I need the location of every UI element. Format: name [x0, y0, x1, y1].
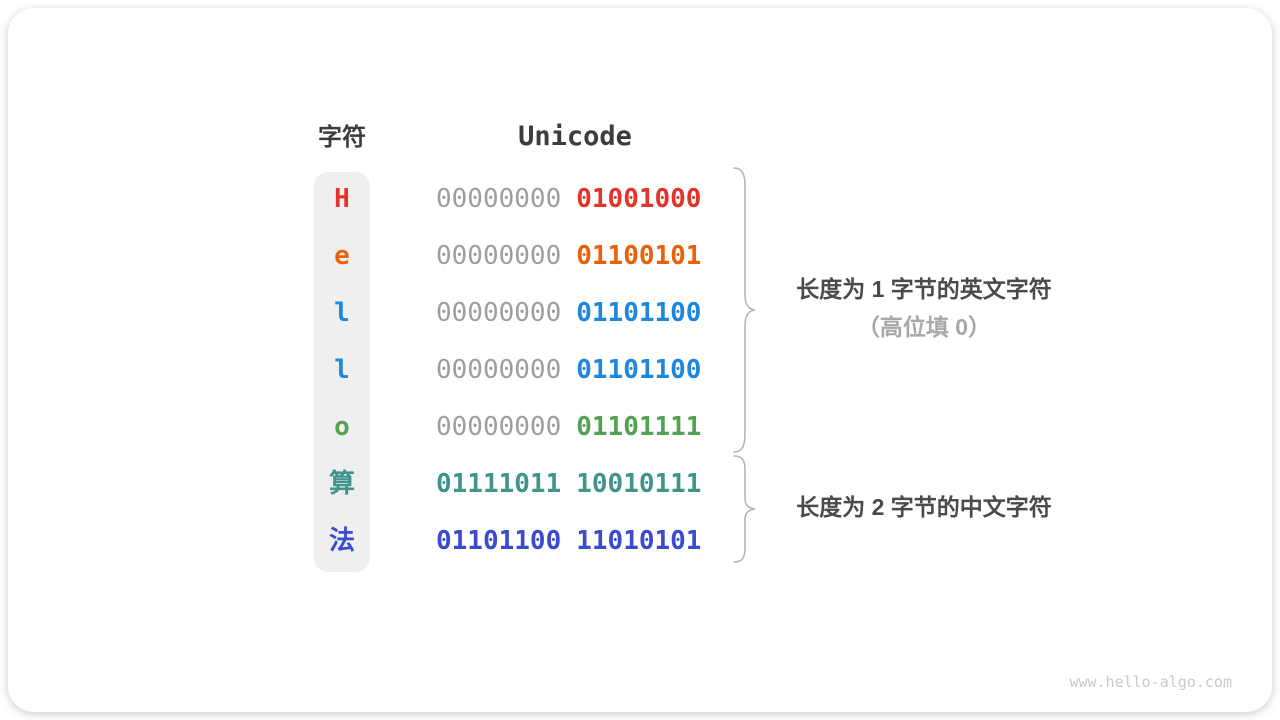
encoding-row: 法 01101100 11010101 [8, 521, 1280, 561]
character-cell: 法 [328, 526, 355, 556]
column-header-character: 字符 [318, 124, 366, 151]
low-byte: 11010101 [576, 526, 702, 556]
encoding-row: o 00000000 01101111 [8, 407, 1280, 447]
character-cell: e [334, 241, 350, 271]
high-byte: 01101100 [436, 526, 562, 556]
watermark-url: www.hello-algo.com [1069, 673, 1232, 691]
character-column-background [314, 172, 370, 572]
encoding-row: H 00000000 01001000 [8, 179, 1280, 219]
high-byte: 00000000 [436, 412, 562, 442]
character-cell: l [334, 355, 350, 385]
annotation-chinese-chars: 长度为 2 字节的中文字符 [768, 492, 1080, 522]
low-byte: 10010111 [576, 469, 702, 499]
brace-english-group [733, 167, 756, 453]
encoding-row: e 00000000 01100101 [8, 236, 1280, 276]
character-cell: o [334, 412, 350, 442]
unicode-binary-cell: 01101100 11010101 [436, 521, 701, 561]
character-cell: l [334, 298, 350, 328]
high-byte: 00000000 [436, 184, 562, 214]
encoding-row: l 00000000 01101100 [8, 350, 1280, 390]
unicode-binary-cell: 00000000 01100101 [436, 236, 701, 276]
unicode-binary-cell: 00000000 01101111 [436, 407, 701, 447]
high-byte: 00000000 [436, 298, 562, 328]
figure-card: 字符 Unicode H 00000000 01001000 e 00000000 011… [8, 8, 1272, 712]
high-byte: 00000000 [436, 241, 562, 271]
low-byte: 01101100 [576, 355, 702, 385]
unicode-binary-cell: 00000000 01001000 [436, 179, 701, 219]
annotation-chinese-line1: 长度为 2 字节的中文字符 [796, 494, 1052, 520]
low-byte: 01001000 [576, 184, 702, 214]
high-byte: 00000000 [436, 355, 562, 385]
low-byte: 01101111 [576, 412, 702, 442]
encoding-row: 算 01111011 10010111 [8, 464, 1280, 504]
unicode-binary-cell: 00000000 01101100 [436, 350, 701, 390]
column-header-unicode: Unicode [518, 121, 632, 152]
unicode-binary-cell: 00000000 01101100 [436, 293, 701, 333]
character-cell: H [334, 184, 350, 214]
annotation-english-line1: 长度为 1 字节的英文字符 [796, 276, 1052, 302]
unicode-binary-cell: 01111011 10010111 [436, 464, 701, 504]
annotation-english-line2: （高位填 0） [856, 314, 992, 340]
low-byte: 01100101 [576, 241, 702, 271]
brace-chinese-group [733, 455, 756, 563]
high-byte: 01111011 [436, 469, 562, 499]
annotation-english-chars: 长度为 1 字节的英文字符 （高位填 0） [768, 274, 1080, 342]
character-cell: 算 [328, 469, 355, 499]
encoding-row: l 00000000 01101100 [8, 293, 1280, 333]
low-byte: 01101100 [576, 298, 702, 328]
